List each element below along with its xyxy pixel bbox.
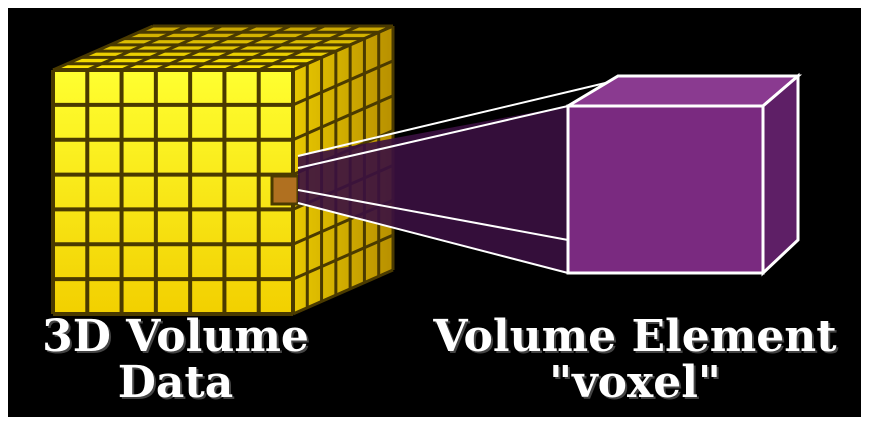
volume-data-caption: 3D Volume Data bbox=[28, 314, 323, 406]
grid-line-side-depth bbox=[292, 59, 394, 107]
volume-grid-lines bbox=[51, 24, 395, 316]
volume-grid bbox=[51, 24, 395, 316]
volume-front-face bbox=[53, 70, 293, 314]
voxel-diagram bbox=[51, 24, 803, 316]
voxel-caption: Volume Element "voxel" bbox=[420, 314, 850, 406]
grid-line-side-depth bbox=[292, 94, 394, 142]
caption-line: Data bbox=[117, 357, 234, 408]
beam-edge-top bbox=[297, 79, 619, 157]
grid-line-side-depth bbox=[292, 233, 394, 281]
beam-top bbox=[298, 80, 758, 273]
beam-edge-mid-bottom bbox=[297, 189, 569, 241]
figure-frame: 3D Volume Data Volume Element "voxel" bbox=[8, 8, 861, 417]
voxel-top-face bbox=[562, 74, 803, 108]
caption-line: 3D Volume bbox=[42, 311, 309, 362]
caption-line: "voxel" bbox=[549, 357, 721, 408]
projection-beam bbox=[297, 79, 793, 274]
beam-edge-mid-top bbox=[297, 105, 569, 169]
voxel-front-face bbox=[566, 104, 765, 275]
grid-line-side-depth bbox=[292, 268, 394, 316]
voxel-side-face bbox=[761, 72, 800, 277]
selected-cell bbox=[270, 174, 300, 206]
caption-line: Volume Element bbox=[433, 311, 837, 362]
beam-edge-bottom bbox=[297, 202, 569, 274]
volume-top-face bbox=[53, 26, 393, 70]
voxel-cube bbox=[562, 72, 803, 277]
